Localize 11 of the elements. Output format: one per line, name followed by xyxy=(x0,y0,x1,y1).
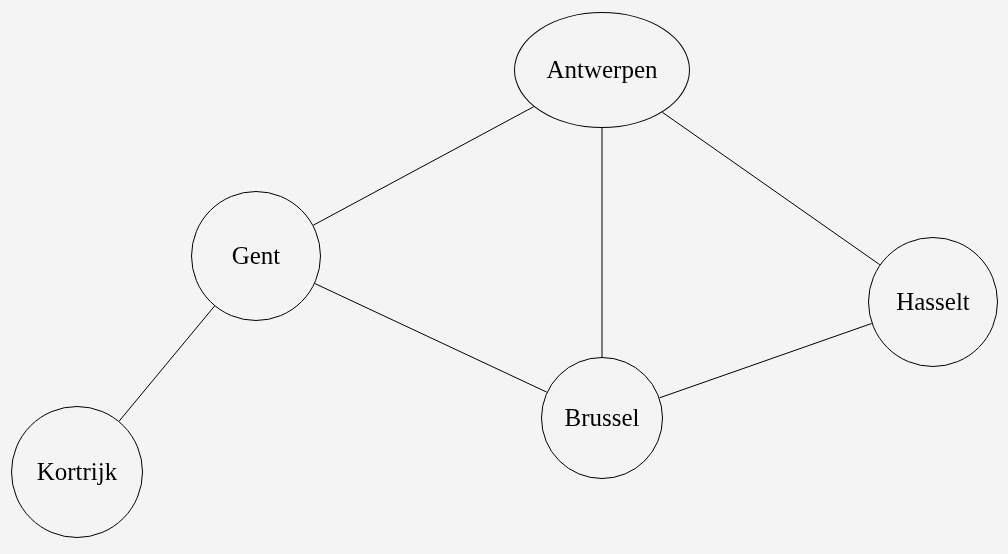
node-label: Gent xyxy=(231,241,281,272)
connector-line xyxy=(118,305,215,422)
connector-line xyxy=(601,127,603,358)
connector-line xyxy=(659,323,873,399)
node-label: Antwerpen xyxy=(546,55,658,86)
node-label: Kortrijk xyxy=(36,457,118,488)
node-label: Hasselt xyxy=(896,287,970,318)
connector-line xyxy=(312,106,535,226)
connector-line xyxy=(314,283,548,393)
connector-line xyxy=(661,111,881,266)
node-label: Brussel xyxy=(564,403,640,434)
